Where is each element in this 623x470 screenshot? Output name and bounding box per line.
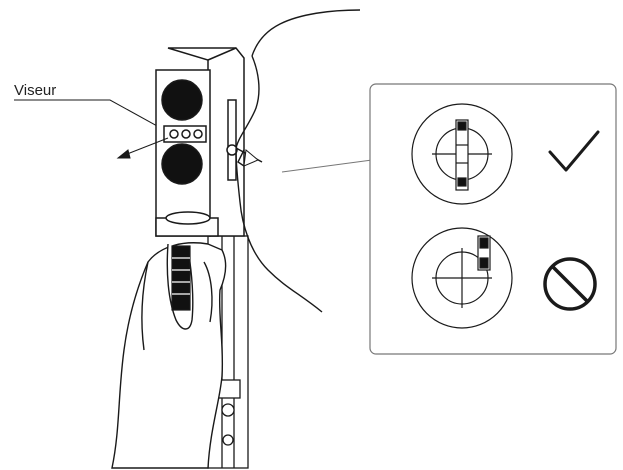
sensor-housing: [155, 47, 263, 237]
callout-connector: [281, 159, 373, 173]
viseur-leader-line: [14, 99, 169, 133]
sight-arrows: [116, 137, 259, 167]
viseur-label: Viseur: [14, 82, 57, 99]
check-mark-icon: [548, 130, 600, 172]
correct-view: [411, 103, 513, 205]
incorrect-view: [411, 227, 513, 329]
prohibited-icon: [543, 257, 597, 311]
adjustment-dial: [171, 245, 191, 311]
face-silhouette: [235, 9, 361, 313]
holding-hand: [111, 242, 227, 469]
